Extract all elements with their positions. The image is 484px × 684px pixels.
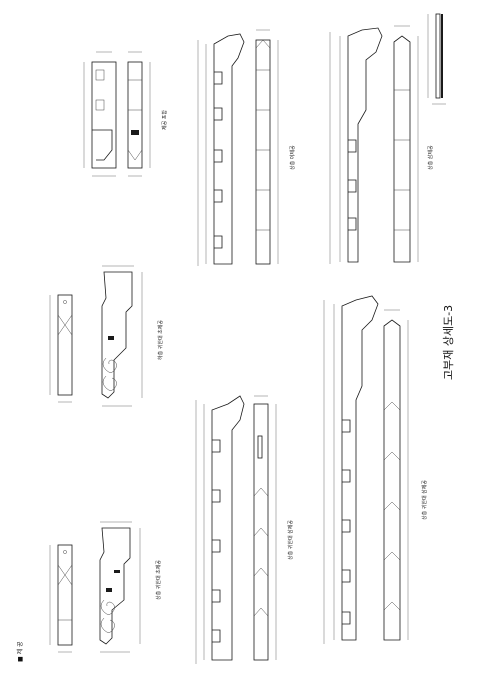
d2-label: 하층 귀한대 초제공 (157, 320, 164, 360)
d2-bracket-outline (101, 271, 133, 399)
drawing-3: 제공 포함 (83, 51, 168, 177)
d5-profile-outline (213, 33, 245, 265)
d4-profile-outline (211, 395, 245, 661)
d3-profile-outline (91, 61, 117, 169)
d6-profile-outline (341, 295, 379, 641)
d2-profile-outline (57, 294, 73, 396)
sheet-title: 고부재 상세도-3 (442, 305, 455, 380)
legend-note: ■ 제 공 (16, 641, 24, 662)
d1-label: 상층 귀한대 초제공 (155, 560, 162, 600)
d7-label: 상층 삼제공 (427, 145, 434, 170)
d4-label: 상층 귀한대 삼제공 (287, 520, 294, 560)
d7-profile-outline (347, 27, 383, 263)
legend-note-text: ■ 제 공 (16, 641, 24, 662)
d5-plan-outline (255, 39, 271, 265)
drawing-1: 상층 귀한대 초제공 (49, 521, 162, 653)
d5-label: 상층 이제공 (289, 145, 296, 170)
d6-plan-outline (383, 319, 401, 641)
drawing-2: 하층 귀한대 초제공 (49, 265, 164, 407)
d7-plan-outline (393, 35, 411, 263)
d1-profile-outline (57, 544, 73, 646)
drawing-6: 상층 귀한대 삼제공 (323, 295, 428, 644)
detail-small (427, 13, 446, 105)
d3-label: 제공 포함 (161, 110, 168, 130)
drawing-4: 상층 귀한대 삼제공 (195, 395, 294, 664)
drawing-5: 상층 이제공 (197, 29, 296, 266)
d1-bracket-outline (99, 527, 131, 645)
d3-plan-outline (127, 61, 143, 169)
drawing-7: 상층 삼제공 (329, 25, 434, 264)
d6-label: 상층 귀한대 삼제공 (421, 480, 428, 520)
d4-plan-outline (253, 403, 269, 661)
